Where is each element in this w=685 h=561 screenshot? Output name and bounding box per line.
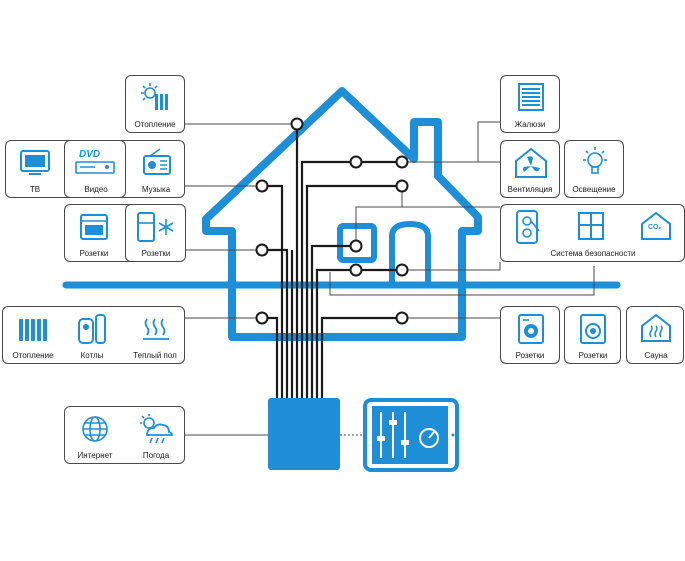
co2-house-icon	[641, 211, 671, 240]
sauna-label: Сауна	[644, 351, 668, 360]
house-door	[389, 220, 431, 282]
security-sensors-icon	[516, 210, 540, 244]
sockets-right2-box: Розетки	[564, 306, 621, 364]
lighting-box: Освещение	[564, 140, 624, 198]
media-box: ТВ DVD Видео Музыка	[5, 140, 185, 198]
controller-box	[268, 398, 340, 470]
connector-lines	[185, 121, 595, 436]
junction-nodes	[255, 117, 409, 325]
globe-icon	[82, 416, 108, 442]
heating-top-label: Отопление	[134, 120, 176, 129]
dvd-logo: DVD	[79, 149, 101, 160]
tablet-mixer-icon	[363, 398, 459, 472]
sockets-left-label: Розетки	[79, 249, 109, 258]
heating-bottom-label: Отопление	[12, 351, 54, 360]
sockets-right1-label: Розетки	[515, 351, 545, 360]
window-sensor-icon	[578, 212, 604, 240]
internet-label: Интернет	[77, 451, 113, 460]
heating-top-box: Отопление	[125, 75, 185, 133]
radiator-sun-icon	[141, 83, 168, 110]
blinds-icon	[518, 83, 544, 111]
sockets-right1-box: Розетки	[500, 306, 560, 364]
cloud-sun-rain-icon	[140, 414, 173, 444]
heating-bottom-box: Отопление Котлы Теплый пол	[2, 306, 185, 364]
boilers-label: Котлы	[80, 351, 104, 360]
music-label: Музыка	[141, 185, 171, 194]
radio-icon	[143, 148, 171, 175]
radiator-icon	[19, 319, 47, 341]
house-window	[337, 223, 377, 263]
video-label: Видео	[84, 185, 108, 194]
fridge-snowflake-icon	[137, 212, 174, 242]
ventilation-box: Вентиляция	[500, 140, 560, 198]
sockets-right2-label: Розетки	[578, 351, 608, 360]
blinds-label: Жалюзи	[514, 120, 546, 129]
security-label: Система безопасности	[550, 249, 636, 258]
house-outline	[202, 87, 482, 341]
sauna-box: Сауна	[626, 306, 684, 364]
blinds-box: Жалюзи	[500, 75, 560, 133]
oven-icon	[80, 214, 108, 240]
dryer-icon	[580, 314, 606, 344]
wiring-bundle	[262, 124, 402, 398]
washing-machine-icon	[518, 314, 544, 344]
boiler-icon	[78, 314, 106, 344]
fridge-cell: Розетки	[125, 204, 186, 262]
warm-floor-icon	[143, 318, 169, 340]
internet-weather-box: Интернет Погода	[64, 406, 185, 464]
weather-label: Погода	[142, 451, 170, 460]
light-bulb-icon	[583, 147, 607, 174]
sockets-left-box: Розетки Розетки	[64, 204, 186, 262]
ventilation-label: Вентиляция	[507, 185, 553, 194]
tv-icon	[20, 150, 50, 175]
co2-text: CO₂	[648, 224, 662, 231]
warm-floor-label: Теплый пол	[133, 351, 177, 360]
sockets-fridge-label: Розетки	[141, 249, 171, 258]
security-box: CO₂ Система безопасности	[500, 204, 685, 262]
video-cell: DVD Видео	[64, 140, 126, 198]
tv-label: ТВ	[29, 185, 41, 194]
dvd-player-icon	[75, 161, 115, 174]
lighting-label: Освещение	[572, 185, 616, 194]
fan-house-icon	[515, 147, 547, 178]
sauna-house-icon	[641, 313, 671, 342]
